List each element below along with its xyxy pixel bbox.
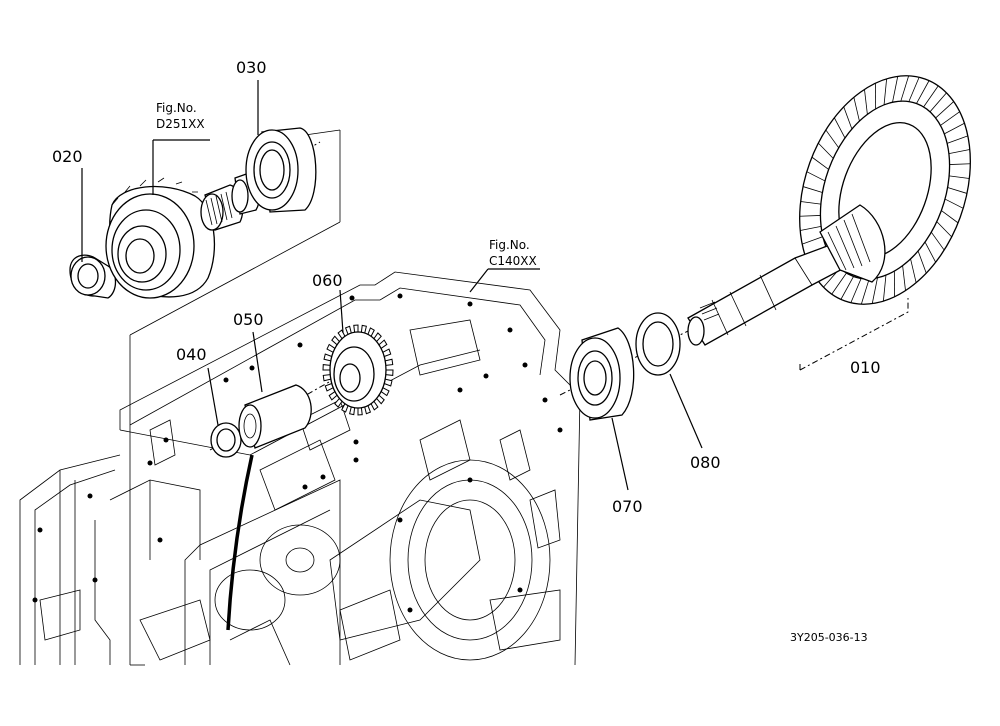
gear-060-tooth [364,405,372,415]
ring-gear-tooth [929,92,947,113]
ring-gear-tooth [944,198,964,209]
gear-assembly-d251xx [105,171,261,299]
ring-gear-tooth [843,106,853,130]
gear-060-tooth [360,324,367,334]
gear-060-tooth [373,332,382,342]
ring-gear-tooth [910,258,917,283]
ring-gear-tooth [941,210,959,224]
gear-060-tooth [344,325,352,335]
ring-gear-tooth [883,78,888,105]
ring-gear-tooth [800,225,822,231]
part-060-gear [322,324,394,416]
fig-ref-title-1: Fig.No. [156,101,197,115]
part-labels: 010 020 030 040 050 060 070 080 Fig.No. … [52,58,881,644]
gear-060-tooth [326,343,336,353]
ring-gear-tooth [860,278,870,305]
ring-gear-tooth [944,122,965,135]
ring-gear-tooth [946,135,968,144]
ring-gear-tooth [802,236,824,245]
gear-060-tooth [322,364,331,371]
part-020-seal [69,254,117,299]
ring-gear-tooth [930,231,945,251]
gear-060-tooth [353,324,359,333]
transmission-housing [19,271,581,666]
ring-gear-tooth [935,101,954,119]
fig-ref-title-2: Fig.No. [489,238,530,252]
gear-060-tooth [341,403,349,413]
fig-ref-code-1: D251XX [156,117,205,131]
gear-060-tooth [337,329,346,340]
label-010: 010 [850,358,881,377]
ring-gear-tooth [831,272,847,295]
ring-gear-tooth [940,111,960,126]
ring-gear-tooth [825,129,840,149]
gear-060-tooth [370,400,379,411]
ring-gear-tooth [916,80,930,104]
ring-gear-tooth [818,142,834,159]
ring-gear-tooth [949,175,970,179]
ring-gear-tooth [850,278,862,303]
ring-gear-tooth [902,265,906,291]
part-010-bevel-gear-set [687,75,971,346]
ring-gear-tooth [799,215,821,217]
ring-gear-tooth [806,171,826,182]
gear-060-tooth [324,383,334,392]
drawing-code: 3Y205-036-13 [790,631,868,644]
ring-gear-tooth [834,117,846,139]
ring-gear-tooth [924,241,936,263]
ring-gear-tooth [948,149,970,155]
ring-gear-tooth [908,77,920,102]
ring-gear-tooth [882,275,887,302]
part-080-shim [635,312,681,376]
ring-gear-tooth [840,276,854,300]
label-060: 060 [312,271,343,290]
ring-gear-tooth [900,75,910,102]
leader-lines [81,80,703,491]
fig-ref-code-2: C140XX [489,254,537,268]
gear-060-tooth [380,387,390,397]
gear-060-tooth [328,391,338,401]
gear-060-tooth [384,378,393,387]
ring-gear-tooth [947,187,968,194]
gear-060-tooth [367,327,375,337]
label-030: 030 [236,58,267,77]
label-040: 040 [176,345,207,364]
gear-060-tooth [376,394,385,405]
ring-gear-tooth [917,250,927,274]
ring-gear-tooth [800,201,821,205]
label-020: 020 [52,147,83,166]
gear-060-tooth [322,374,331,382]
gear-060-tooth [323,353,332,362]
gear-060-tooth [349,406,356,416]
gear-060-tooth [385,369,394,376]
gear-060-tooth [382,348,392,357]
ring-gear-tooth [802,186,823,193]
gear-060-tooth [357,407,363,416]
gear-060-tooth [385,358,394,366]
gear-060-tooth [334,398,343,408]
ring-gear-tooth [811,156,829,170]
ring-gear-tooth [936,221,952,238]
ring-gear-tooth [949,163,971,165]
ring-gear-tooth [892,76,899,103]
ring-gear-tooth [853,97,860,122]
label-080: 080 [690,453,721,472]
part-050-sleeve [238,384,312,449]
gear-060-tooth [331,335,340,346]
gear-060-tooth [378,339,388,349]
label-050: 050 [233,310,264,329]
ring-gear-tooth [864,89,868,115]
ring-gear-tooth [923,85,939,108]
label-070: 070 [612,497,643,516]
part-040-washer [210,422,242,458]
part-030-bearing [245,127,317,213]
part-070-bearing [569,327,635,421]
ring-gear-tooth [871,277,878,304]
